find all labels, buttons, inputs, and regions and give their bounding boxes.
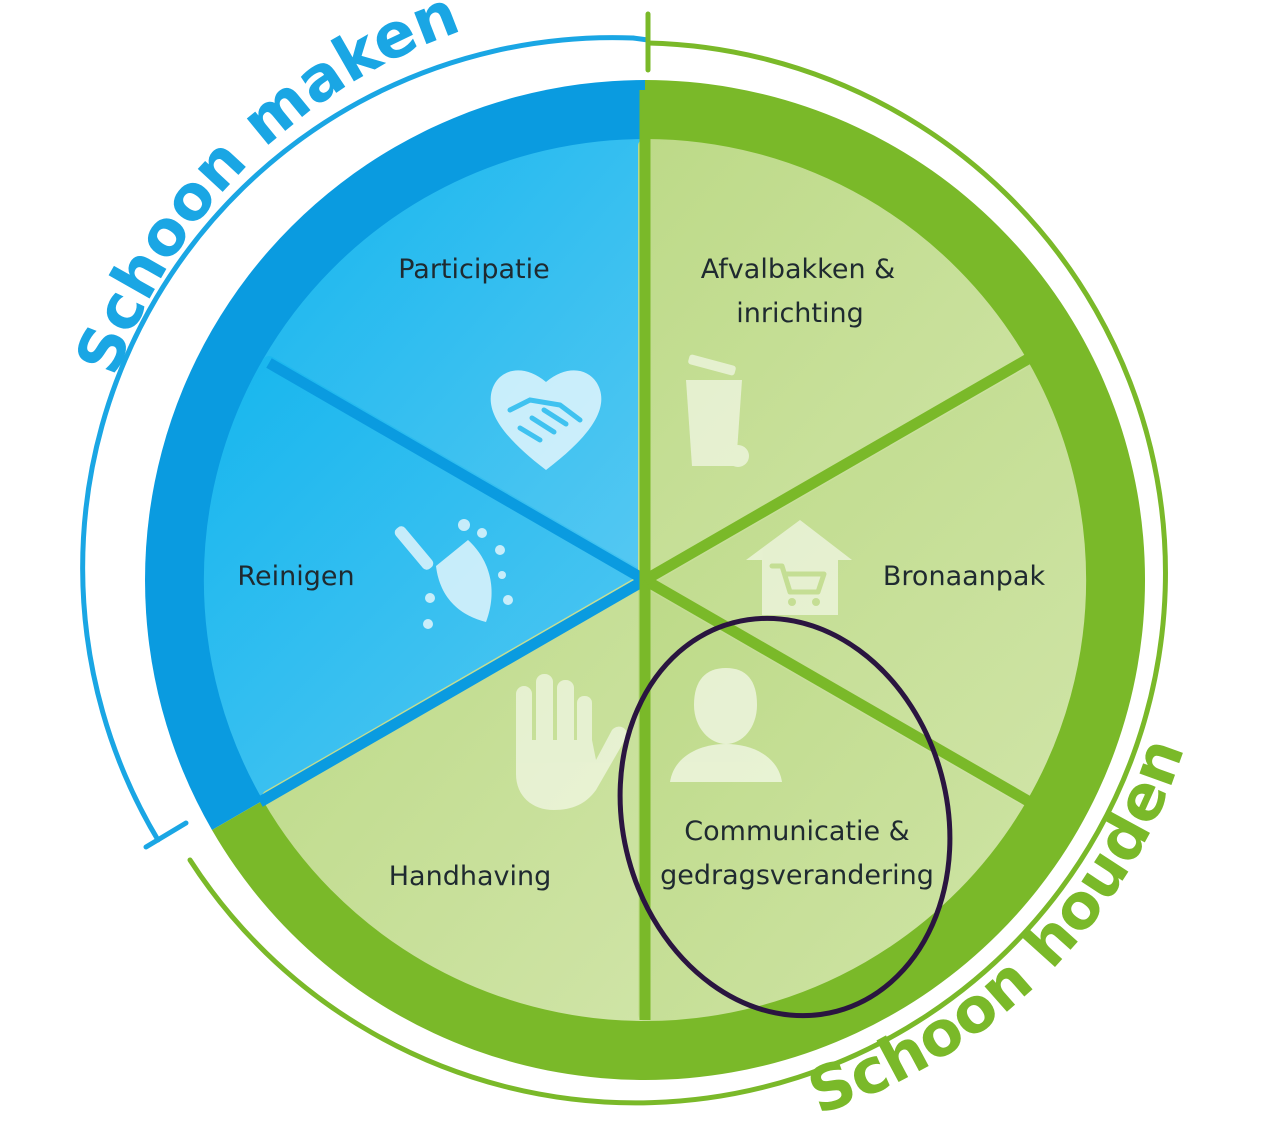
segment-reinigen[interactable] — [203, 356, 652, 804]
label-reinigen: Reinigen — [237, 561, 354, 592]
label-communicatie-line1: Communicatie & — [684, 816, 909, 847]
label-bronaanpak: Bronaanpak — [883, 561, 1046, 592]
handshake-detail-icon — [507, 397, 583, 443]
highlight-ellipse — [617, 615, 953, 1019]
segment-afvalbakken[interactable] — [638, 139, 1028, 587]
house-cart-icon — [746, 520, 852, 615]
segment-bronaanpak[interactable] — [638, 356, 1087, 804]
wheelie-bin-icon — [686, 354, 749, 467]
raised-hand-icon — [516, 674, 627, 810]
segment-separators — [257, 90, 1031, 1020]
heart-handshake-icon — [490, 370, 602, 470]
label-participatie: Participatie — [398, 254, 550, 285]
broom-icon — [394, 519, 513, 629]
label-communicatie-line2: gedragsverandering — [660, 860, 934, 891]
segment-participatie[interactable] — [262, 139, 652, 587]
segment-labels: Participatie Reinigen Afvalbakken & inri… — [237, 254, 1045, 892]
schoon-maken-bracket — [80, 35, 636, 843]
label-handhaving: Handhaving — [389, 861, 552, 892]
person-icon — [670, 668, 782, 782]
label-afvalbakken-line2: inrichting — [736, 298, 864, 329]
label-afvalbakken-line1: Afvalbakken & — [701, 254, 895, 285]
schoon-maken-bracket-tick-bottom — [143, 820, 189, 850]
schoon-houden-bracket — [187, 40, 1168, 1106]
bracket-lines — [80, 11, 1168, 1106]
